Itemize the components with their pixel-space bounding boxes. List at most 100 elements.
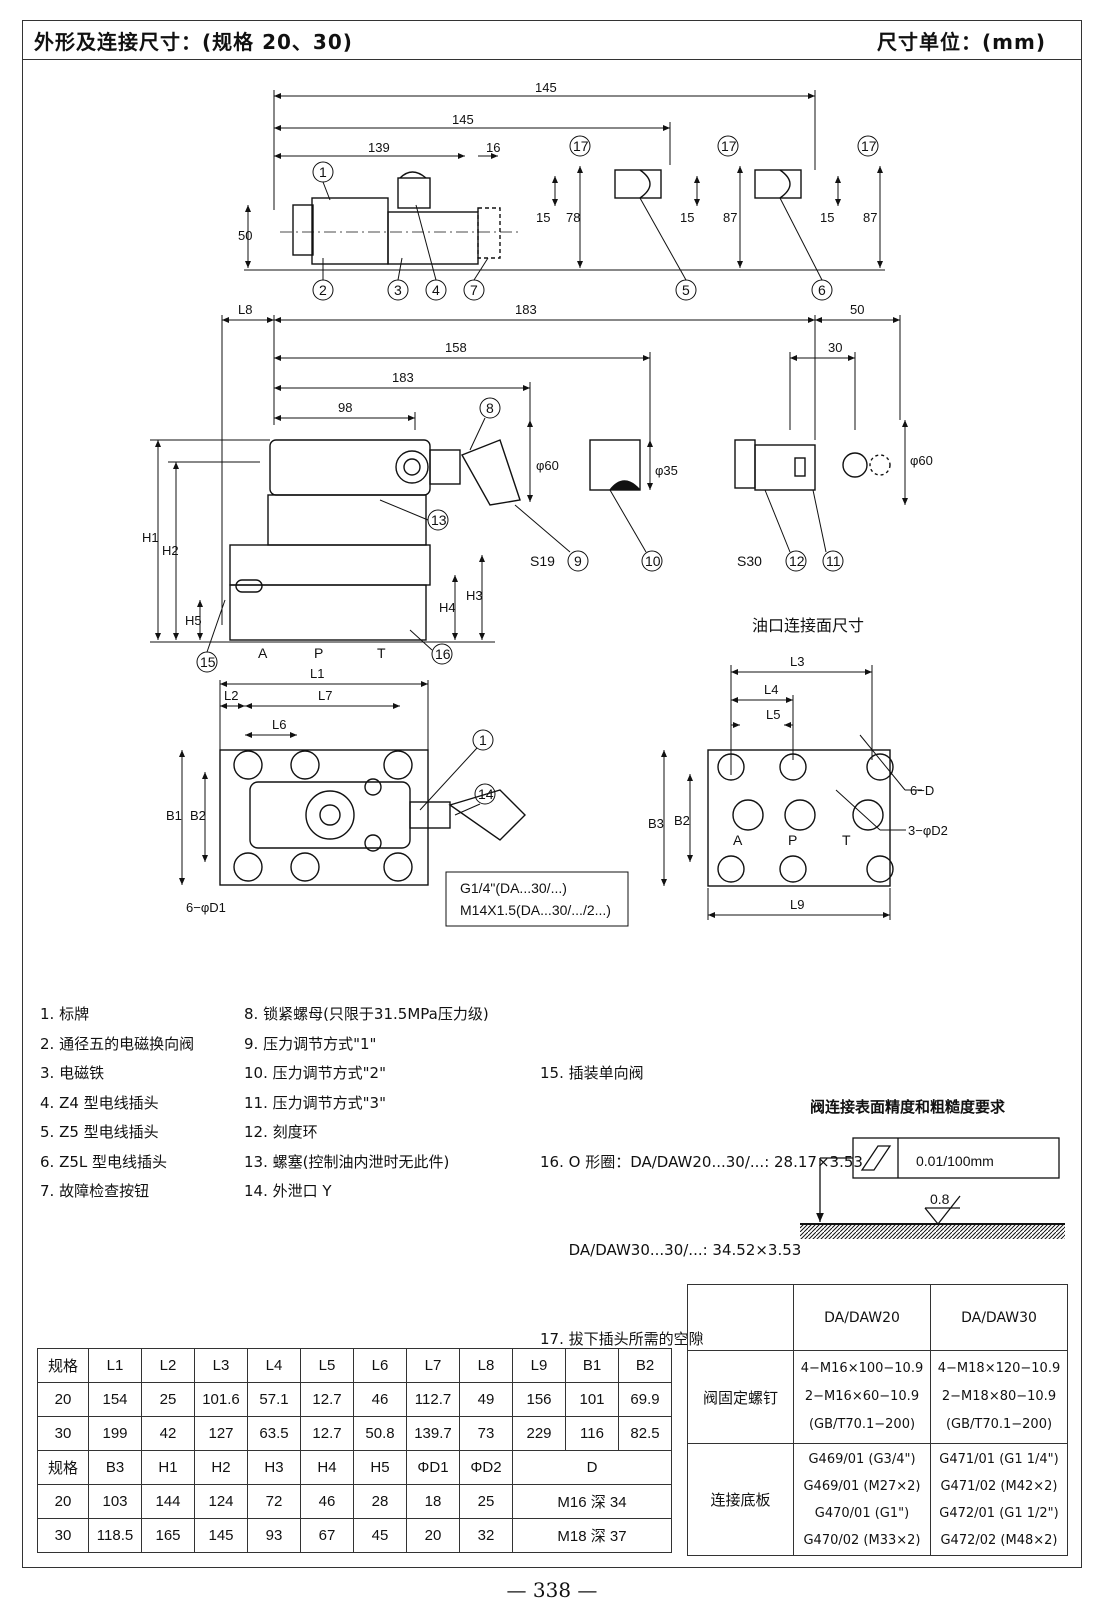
bolt-subplate-table: DA/DAW20 DA/DAW30 阀固定螺钉 4−M16×100−10.9 2…: [687, 1284, 1068, 1556]
table-header: 规格: [37, 1348, 89, 1383]
dim-139: 139: [368, 140, 390, 155]
table-cell: 145: [194, 1518, 248, 1553]
dim-B1: B1: [166, 808, 182, 823]
table-cell: 139.7: [406, 1416, 460, 1451]
roughness-value: 0.8: [930, 1191, 950, 1207]
callout-17-b: 17: [721, 138, 737, 154]
dim-phi35: φ35: [655, 463, 678, 478]
table-cell: 73: [459, 1416, 513, 1451]
dim-phi60-a: φ60: [536, 458, 559, 473]
table-cell: 118.5: [88, 1518, 142, 1553]
dim-H4: H4: [439, 600, 456, 615]
table-row: 连接底板 G469/01 (G3/4") G469/01 (M27×2) G47…: [687, 1443, 1068, 1556]
table-cell: 63.5: [247, 1416, 301, 1451]
part-item: 6. Z5L 型电线插头: [40, 1152, 168, 1171]
part-item: 14. 外泄口 Y: [244, 1182, 332, 1200]
dim-B2: B2: [190, 808, 206, 823]
bolt-spec: (GB/T70.1−200): [945, 1417, 1053, 1432]
part-item: 13. 螺塞(控制油内泄时无此件): [244, 1152, 450, 1171]
callout-9: 9: [574, 553, 582, 569]
table-header: 规格: [37, 1450, 89, 1485]
table-cell: 93: [247, 1518, 301, 1553]
part-item: 16. O 形圈：DA/DAW20...30/...: 28.17×3.53: [540, 1152, 863, 1171]
table-header: H1: [141, 1450, 195, 1485]
callout-2: 2: [319, 282, 327, 298]
subplate-spec: G471/02 (M42×2): [940, 1478, 1058, 1494]
table-cell: 57.1: [247, 1382, 301, 1417]
callout-12: 12: [789, 553, 805, 569]
table-cell: 124: [194, 1484, 248, 1519]
table-cell: 49: [459, 1382, 513, 1417]
dim-183-a: 183: [515, 302, 537, 317]
part-item: 9. 压力调节方式"1": [244, 1034, 377, 1053]
callout-16: 16: [435, 646, 451, 662]
port-P-oil: P: [788, 832, 797, 848]
table-cell: 32: [459, 1518, 513, 1553]
table-cell: G471/01 (G1 1/4") G471/02 (M42×2) G472/0…: [930, 1443, 1068, 1556]
dim-50: 50: [238, 228, 252, 243]
table-header: B3: [88, 1450, 142, 1485]
table-header: L8: [459, 1348, 513, 1383]
thread-note-2: M14X1.5(DA...30/.../2...): [460, 902, 611, 918]
part-item: 10. 压力调节方式"2": [244, 1064, 386, 1082]
table-cell: 50.8: [353, 1416, 407, 1451]
part-item: 15. 插装单向阀: [540, 1064, 644, 1082]
valve-top-view: [280, 169, 802, 265]
table-cell: 30: [37, 1416, 89, 1451]
dim-50-b: 50: [850, 302, 864, 317]
flatness-symbol: [800, 1137, 1065, 1239]
part-item: 12. 刻度环: [244, 1123, 318, 1141]
bolt-spec: (GB/T70.1−200): [808, 1417, 916, 1432]
parts-list-3: 15. 插装单向阀 16. O 形圈：DA/DAW20...30/...: 28…: [540, 1000, 863, 1384]
table-cell: 25: [459, 1484, 513, 1519]
bolt-spec: 2−M16×60−10.9: [804, 1389, 920, 1404]
table-cell: 101.6: [194, 1382, 248, 1417]
dim-30: 30: [828, 340, 842, 355]
table-cell: 30: [37, 1518, 89, 1553]
table-header: L1: [88, 1348, 142, 1383]
dim-16: 16: [486, 140, 500, 155]
parts-list-2: 8. 锁紧螺母(只限于31.5MPa压力级) 9. 压力调节方式"1" 10. …: [244, 1000, 489, 1207]
part-item: 8. 锁紧螺母(只限于31.5MPa压力级): [244, 1005, 489, 1023]
table-cell: 4−M16×100−10.9 2−M16×60−10.9 (GB/T70.1−2…: [793, 1350, 931, 1444]
table-cell: 165: [141, 1518, 195, 1553]
dimension-table: 规格 L1 L2 L3 L4 L5 L6 L7 L8 L9 B1 B2 20 1…: [37, 1348, 672, 1553]
dim-phi60-b: φ60: [910, 453, 933, 468]
subplate-spec: G470/02 (M33×2): [803, 1532, 921, 1548]
callout-8: 8: [486, 400, 494, 416]
part-item: DA/DAW30...30/...: 34.52×3.53: [540, 1241, 802, 1259]
dim-L4: L4: [764, 682, 778, 697]
table-header: DA/DAW20: [793, 1284, 931, 1351]
part-item: 3. 电磁铁: [40, 1064, 105, 1082]
table-row: 30 118.5 165 145 93 67 45 20 32 M18 深 37: [37, 1518, 672, 1553]
page-number: — 338 —: [506, 1578, 598, 1602]
callout-13: 13: [431, 512, 447, 528]
table-cell: 229: [512, 1416, 566, 1451]
callout-6: 6: [818, 282, 826, 298]
table-cell: 25: [141, 1382, 195, 1417]
table-cell: 82.5: [618, 1416, 672, 1451]
table-cell: 20: [37, 1484, 89, 1519]
table-cell: 116: [565, 1416, 619, 1451]
table-cell: 12.7: [300, 1382, 354, 1417]
dim-H5: H5: [185, 613, 202, 628]
table-cell: 67: [300, 1518, 354, 1553]
table-header: L5: [300, 1348, 354, 1383]
valve-plan-view: [219, 749, 526, 886]
dim-L5: L5: [766, 707, 780, 722]
dim-87-b: 87: [863, 210, 877, 225]
surface-requirement-title: 阀连接表面精度和粗糙度要求: [810, 1098, 1006, 1116]
part-item: 11. 压力调节方式"3": [244, 1093, 386, 1112]
table-cell: 199: [88, 1416, 142, 1451]
dim-L3: L3: [790, 654, 804, 669]
flatness-value: 0.01/100mm: [916, 1153, 994, 1169]
part-item: 1. 标牌: [40, 1005, 90, 1023]
dim-B2-oil: B2: [674, 813, 690, 828]
table-cell: 20: [37, 1382, 89, 1417]
dim-B3: B3: [648, 816, 664, 831]
table-header: L7: [406, 1348, 460, 1383]
oil-port-interface: [707, 749, 894, 887]
part-item: 17. 拔下插头所需的空隙: [540, 1329, 704, 1348]
dim-15-a: 15: [536, 210, 550, 225]
